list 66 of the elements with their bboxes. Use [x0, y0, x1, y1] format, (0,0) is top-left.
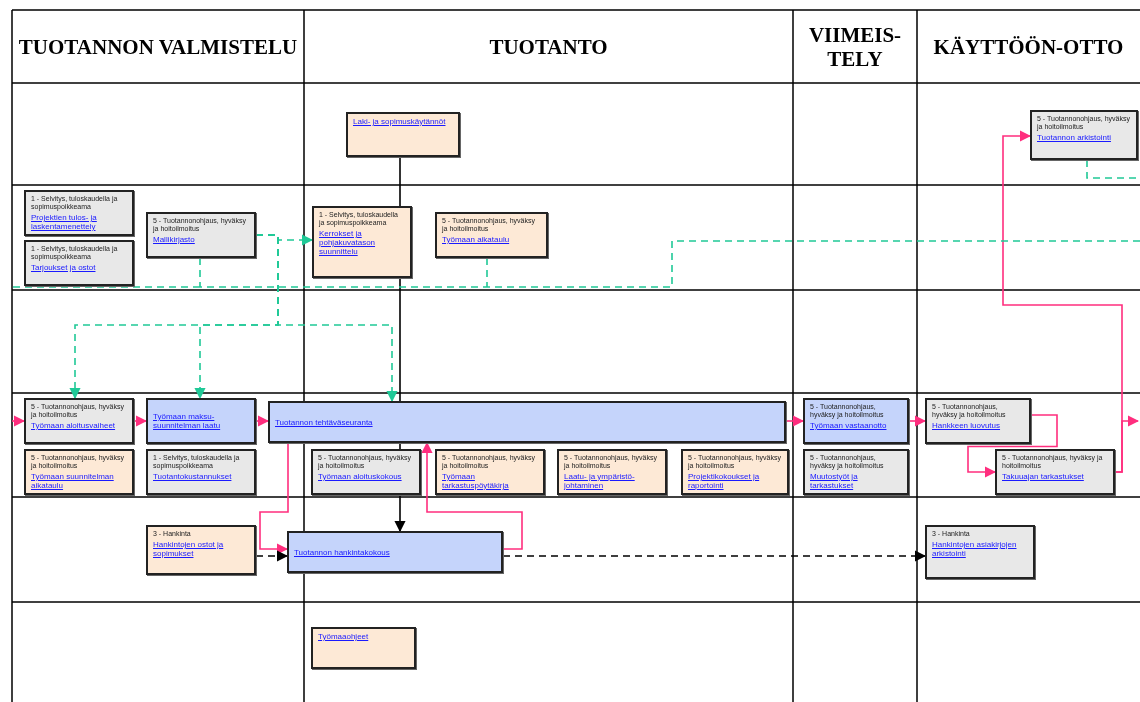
arrow — [133, 415, 148, 427]
process-box — [435, 449, 545, 495]
link-text: Hankintojen asiakirjojen arkistointi — [932, 540, 1018, 558]
arrow — [255, 415, 270, 427]
dashed-arrow — [255, 550, 289, 562]
process-box — [268, 401, 786, 443]
process-box — [311, 449, 421, 495]
link-text: Työmaan aikataulu — [442, 235, 511, 244]
process-box — [925, 525, 1035, 579]
link-text: Hankintojen ostot ja sopimukset — [153, 540, 225, 558]
dashed-arrow — [502, 550, 927, 562]
process-box — [24, 449, 134, 495]
process-box — [803, 398, 909, 444]
link-text: Työmaan tarkastuspöytäkirja — [442, 472, 510, 490]
link-text: Laatu- ja ympäristö- johtaminen — [564, 472, 636, 490]
column-header: VIIMEIS-TELY — [807, 22, 903, 71]
link-text: Takuuajan tarkastukset — [1002, 472, 1085, 481]
link-text: Tarjoukset ja ostot — [31, 263, 97, 272]
process-box — [925, 398, 1031, 444]
column-header: TUOTANNON VALMISTELU — [17, 34, 299, 59]
process-box — [24, 398, 134, 444]
process-box — [311, 627, 416, 669]
arrow — [421, 441, 523, 550]
process-box — [146, 398, 256, 444]
column-header: TUOTANTO — [488, 34, 609, 59]
link-text: Työmaan aloitusvaiheet — [31, 421, 117, 430]
process-box — [24, 240, 134, 286]
process-box — [24, 190, 134, 236]
process-box — [995, 449, 1115, 495]
column-header: KÄYTTÖÖN-OTTO — [932, 34, 1125, 59]
link-text: Työmaan aloituskokous — [318, 472, 403, 481]
process-box — [146, 525, 256, 575]
process-box — [346, 112, 460, 157]
link-text: Työmaaohjeet — [318, 632, 370, 641]
dashed-arrow — [11, 240, 1140, 288]
link-text: Tuotannon arkistointi — [1037, 133, 1112, 142]
process-box — [1030, 110, 1138, 160]
process-box — [557, 449, 667, 495]
arrow — [11, 415, 26, 427]
arrow — [967, 414, 1058, 478]
process-box — [287, 531, 503, 573]
arrow — [908, 415, 927, 427]
arrow — [259, 442, 289, 555]
link-text: Laki- ja sopimuskäytännöt — [353, 117, 447, 126]
link-text: Työmaan suunnitelman aikataulu — [31, 472, 115, 490]
link-text: Kerrokset ja pohjakuvatason suunnittelu — [319, 229, 377, 256]
link-text: Tuotantokustannukset — [153, 472, 233, 481]
link-text: Projektien tulos- ja laskentamenettely — [31, 213, 98, 231]
link-text: Projektikokoukset ja raportointi — [688, 472, 761, 490]
process-box — [146, 212, 256, 258]
link-text: Muutostyöt ja tarkastukset — [810, 472, 859, 490]
process-box — [312, 206, 412, 278]
process-box — [435, 212, 548, 258]
process-box — [803, 449, 909, 495]
process-box — [681, 449, 789, 495]
arrow — [1114, 415, 1140, 473]
link-text: Tuotannon hankintakokous — [294, 547, 391, 557]
link-text: Työmaan vastaanotto — [810, 421, 888, 430]
link-text: Työmaan maksu- suunnitelman laatu — [153, 412, 222, 430]
link-text: Tuotannon tehtäväseuranta — [275, 417, 374, 427]
arrow — [785, 415, 805, 427]
process-box — [146, 449, 256, 495]
arrow — [394, 494, 406, 533]
link-text: Mallikirjasto — [153, 235, 196, 244]
dashed-arrow — [255, 234, 398, 403]
link-text: Hankkeen luovutus — [932, 421, 1002, 430]
